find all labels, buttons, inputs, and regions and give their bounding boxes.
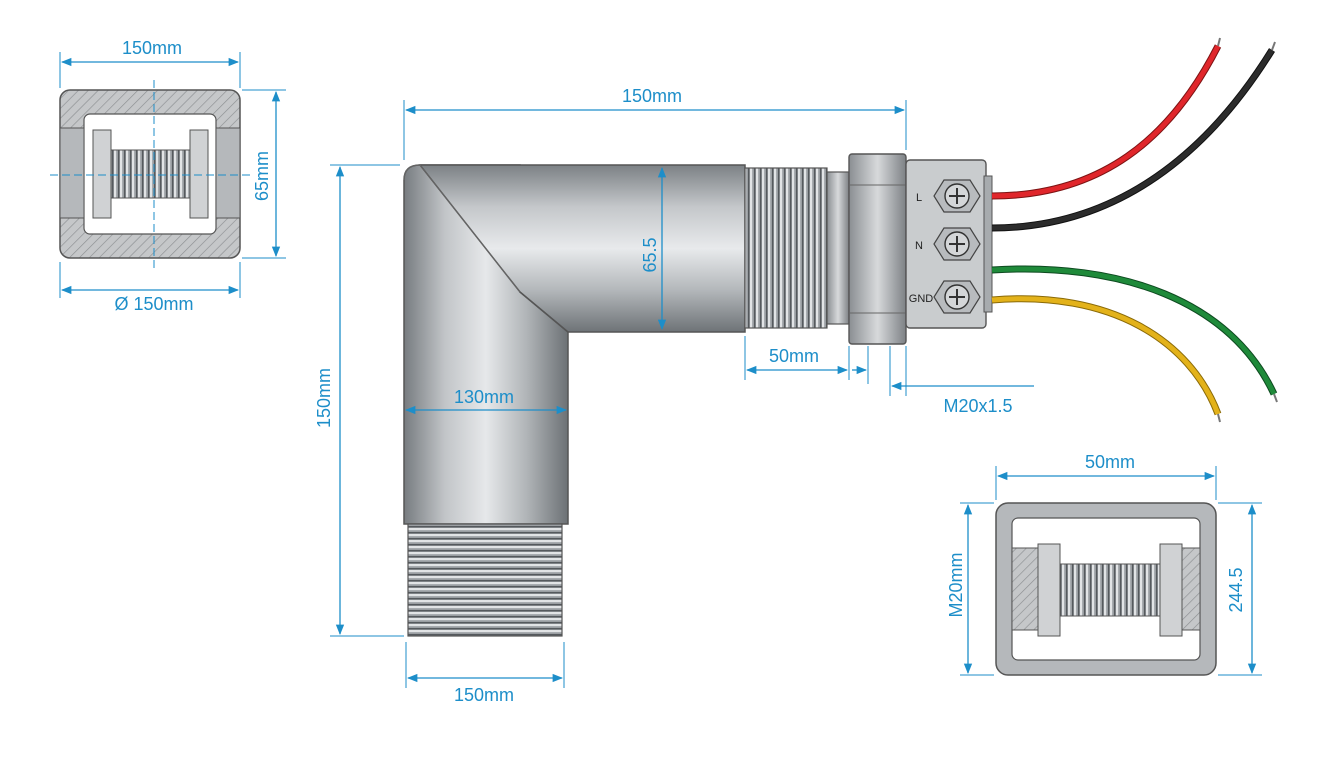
side-section-view: 50mm M20mm 244.5 [946,452,1262,676]
terminal-screw-gnd [933,280,981,314]
elbow-height-label: 150mm [314,368,334,428]
elbow-bottom-thread [407,523,563,637]
side-view-thread [1059,563,1161,617]
side-view-right-label: 244.5 [1226,567,1246,612]
top-view-left-wall [59,127,85,219]
thread-length-label: 50mm [769,346,819,366]
elbow-right-thread [744,167,828,329]
top-view-height-label: 65mm [252,151,272,201]
top-view-diameter-label: Ø 150mm [114,294,193,314]
top-view-right-wall [215,127,241,219]
top-view-thread [110,149,191,199]
elbow-width-label: 150mm [622,86,682,106]
side-view-left-block [1037,543,1061,637]
wires [991,37,1278,423]
terminal-screw-n [933,227,981,261]
side-view-width-label: 50mm [1085,452,1135,472]
inner-width-label: 130mm [454,387,514,407]
terminal-label-l: L [916,192,922,204]
pipe-diameter-label: 65.5 [640,237,660,272]
elbow-locknut [826,171,850,325]
side-view-left-label: M20mm [946,552,966,617]
elbow-corner-edge [403,164,521,293]
thread-spec-label: M20x1.5 [943,396,1012,416]
wire-ground-yellow [991,296,1221,415]
wire-neutral [991,48,1275,231]
terminal-screw-l [933,179,981,213]
elbow-gland-nut [848,153,907,345]
top-view-right-block [189,129,209,219]
top-view-width-label: 150mm [122,38,182,58]
top-view-left-block [92,129,112,219]
elbow-dimensions: 150mm 150mm 65.5 130mm 50mm M20x1.5 150m… [314,86,1034,705]
top-section-view: 150mm 65mm Ø 150mm [50,38,286,314]
side-view-right-block [1159,543,1183,637]
terminal-label-gnd: GND [909,293,934,305]
bottom-thread-width-label: 150mm [454,685,514,705]
wire-ground-green [991,266,1277,396]
wire-live [991,44,1221,199]
terminal-label-n: N [915,240,923,252]
